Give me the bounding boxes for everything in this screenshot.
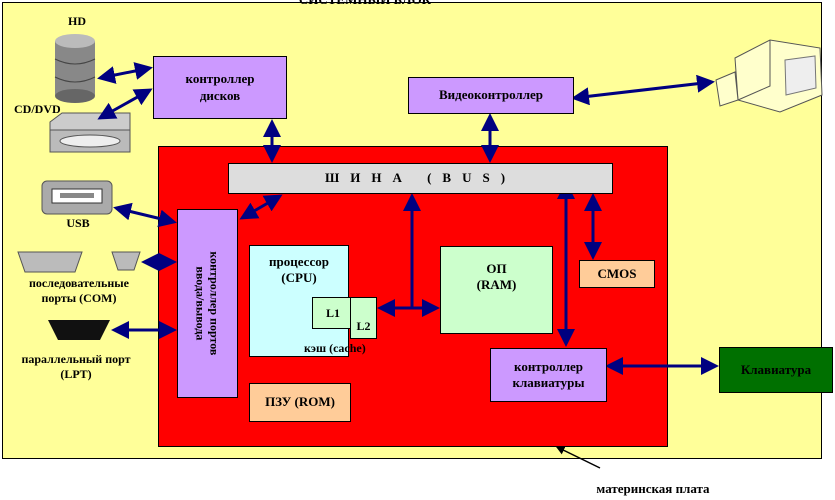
- l1-cache: L1: [312, 297, 354, 329]
- l2-cache: L2: [350, 297, 377, 339]
- keyboard-controller-label: контроллер клавиатуры: [512, 358, 585, 390]
- keyboard-controller: контроллер клавиатуры: [490, 348, 607, 402]
- system-block-title: СИСТЕМНЫЙ БЛОК: [270, 0, 460, 8]
- io-port-controller: контроллер портов ввода/вывода: [177, 209, 238, 398]
- disk-controller-label: контроллер дисков: [185, 71, 255, 103]
- lpt-label: параллельный порт (LPT): [21, 352, 131, 381]
- io-port-controller-label: контроллер портов ввода/вывода: [193, 251, 222, 356]
- system-bus: ШИНА (BUS): [228, 163, 613, 194]
- hd-label: HD: [68, 14, 86, 28]
- cpu-label: процессор (CPU): [269, 254, 329, 286]
- cache-label: кэш (cache): [304, 341, 366, 355]
- usb-label: USB: [66, 216, 90, 230]
- motherboard-label: материнская плата: [596, 481, 710, 496]
- rom: ПЗУ (ROM): [249, 383, 351, 422]
- cd-dvd-label: CD/DVD: [14, 102, 61, 116]
- cmos: CMOS: [579, 260, 655, 288]
- video-controller: Видеоконтроллер: [408, 77, 574, 114]
- keyboard: Клавиатура: [719, 347, 833, 393]
- ram: ОП (RAM): [440, 246, 553, 334]
- ram-label: ОП (RAM): [476, 261, 517, 293]
- com-label: последовательные порты (COM): [29, 276, 129, 305]
- disk-controller: контроллер дисков: [153, 56, 287, 119]
